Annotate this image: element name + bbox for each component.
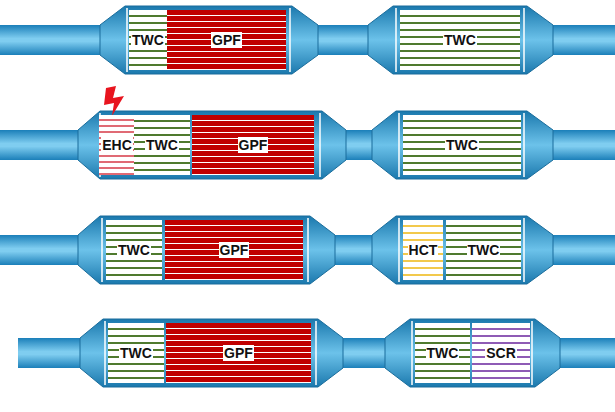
brick-label: EHC <box>101 137 133 153</box>
brick-label: GPF <box>219 242 250 258</box>
catalyst-brick: TWC <box>106 220 162 280</box>
brick-label: TWC <box>117 242 151 258</box>
catalyst-brick: HCT <box>403 220 443 280</box>
brick-label: GPF <box>211 32 242 48</box>
heating-bolt <box>104 86 124 116</box>
canisters <box>78 6 560 387</box>
catalyst-brick: TWC <box>415 323 470 383</box>
brick-label: TWC <box>145 137 179 153</box>
brick-label: TWC <box>467 242 501 258</box>
brick-label: HCT <box>408 242 439 258</box>
catalyst-brick: GPF <box>165 220 303 280</box>
brick-label: TWC <box>443 32 477 48</box>
brick-label: TWC <box>426 345 460 361</box>
catalyst-brick: GPF <box>192 115 314 175</box>
canister-seams <box>100 8 532 385</box>
catalyst-brick: TWC <box>129 10 167 70</box>
catalyst-brick: SCR <box>472 323 530 383</box>
catalyst-brick: GPF <box>166 323 311 383</box>
catalyst-brick: TWC <box>400 10 520 70</box>
catalyst-brick: TWC <box>134 115 190 175</box>
brick-label: GPF <box>238 137 269 153</box>
catalyst-brick: EHC <box>99 115 135 175</box>
catalyst-brick: TWC <box>403 115 521 175</box>
brick-label: TWC <box>131 32 165 48</box>
catalyst-brick: TWC <box>446 220 521 280</box>
brick-label: GPF <box>223 345 254 361</box>
brick-label: TWC <box>119 345 153 361</box>
catalyst-brick: GPF <box>167 10 286 70</box>
brick-label: TWC <box>445 137 479 153</box>
pipes <box>0 25 615 368</box>
catalyst-brick: TWC <box>108 323 164 383</box>
brick-label: SCR <box>485 345 517 361</box>
